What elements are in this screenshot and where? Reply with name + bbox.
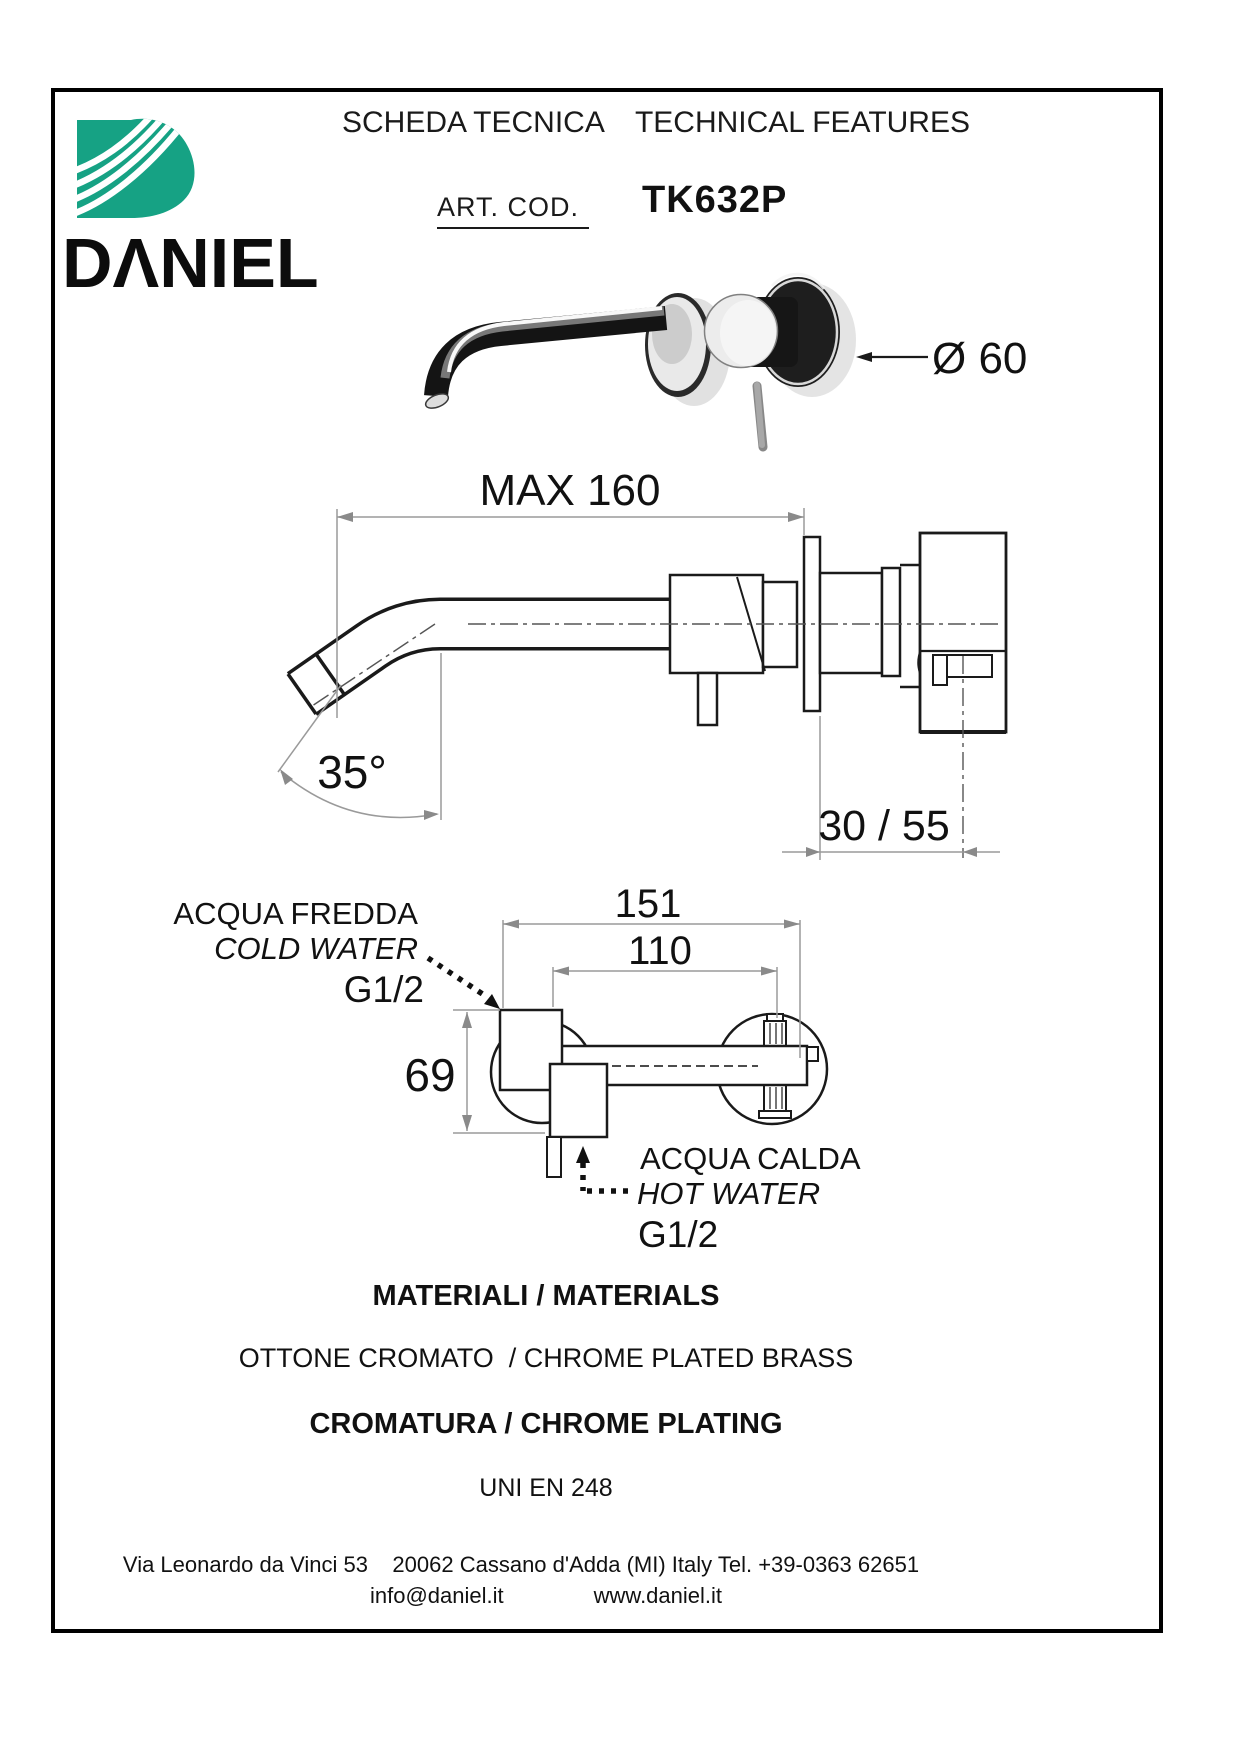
- daniel-logo-icon: [77, 118, 195, 219]
- cold-water-thread: G1/2: [344, 969, 424, 1010]
- materials-value: OTTONE CROMATO / CHROME PLATED BRASS: [238, 1343, 854, 1373]
- article-code-label: ART. COD.: [437, 192, 590, 229]
- wall-depth-label: 30 / 55: [818, 802, 950, 850]
- product-photo: Ø 60: [424, 272, 1027, 452]
- side-view-drawing: MAX 160 35° 30 / 55: [277, 466, 1008, 860]
- title-english: TECHNICAL FEATURES: [634, 106, 970, 139]
- hot-water-thread: G1/2: [638, 1214, 718, 1255]
- diameter-label: Ø 60: [932, 334, 1027, 383]
- footer-website: www.daniel.it: [593, 1583, 723, 1608]
- body-height-label: 69: [404, 1049, 455, 1101]
- footer-address: Via Leonardo da Vinci 53 20062 Cassano d…: [122, 1552, 920, 1577]
- diameter-annotation: Ø 60: [856, 334, 1027, 383]
- footer-contacts: info@daniel.it www.daniel.it: [51, 1583, 1041, 1609]
- cold-water-line1: ACQUA FREDDA: [173, 896, 418, 931]
- center-distance-label: 110: [628, 929, 692, 973]
- front-view-drawing: 151 110 69: [173, 882, 860, 1255]
- article-code-value: TK632P: [642, 179, 788, 221]
- dimension-wall-depth: 30 / 55: [782, 716, 1000, 860]
- brand-wordmark: DΛNIEL: [62, 224, 319, 302]
- hot-water-line1: ACQUA CALDA: [640, 1141, 861, 1176]
- hot-water-callout: ACQUA CALDA HOT WATER G1/2: [576, 1141, 861, 1255]
- arrow-up-icon: [576, 1146, 590, 1163]
- standard-reference: UNI EN 248: [479, 1474, 613, 1502]
- plating-heading: CROMATURA / CHROME PLATING: [309, 1408, 783, 1440]
- dimension-center-distance: 110: [552, 929, 778, 1018]
- hot-water-line2: HOT WATER: [637, 1176, 820, 1211]
- cold-water-callout: ACQUA FREDDA COLD WATER G1/2: [173, 896, 500, 1010]
- page-title: SCHEDA TECNICA TECHNICAL FEATURES: [342, 106, 970, 140]
- max-length-label: MAX 160: [480, 466, 661, 515]
- dimension-overall-width: 151: [502, 882, 801, 1058]
- arrow-down-right-icon: [484, 994, 500, 1009]
- dimension-spout-angle: 35°: [277, 653, 442, 820]
- overall-width-label: 151: [615, 882, 682, 926]
- cold-water-line2: COLD WATER: [214, 931, 418, 966]
- spout-angle-label: 35°: [317, 746, 387, 798]
- title-italian: SCHEDA TECNICA: [342, 106, 605, 139]
- materials-heading: MATERIALI / MATERIALS: [372, 1280, 720, 1312]
- footer-email: info@daniel.it: [369, 1583, 504, 1608]
- dimension-body-height: 69: [404, 1009, 545, 1134]
- page-border: [51, 88, 1163, 1633]
- dimension-max-length: MAX 160: [336, 466, 805, 718]
- arrow-left-icon: [856, 352, 872, 362]
